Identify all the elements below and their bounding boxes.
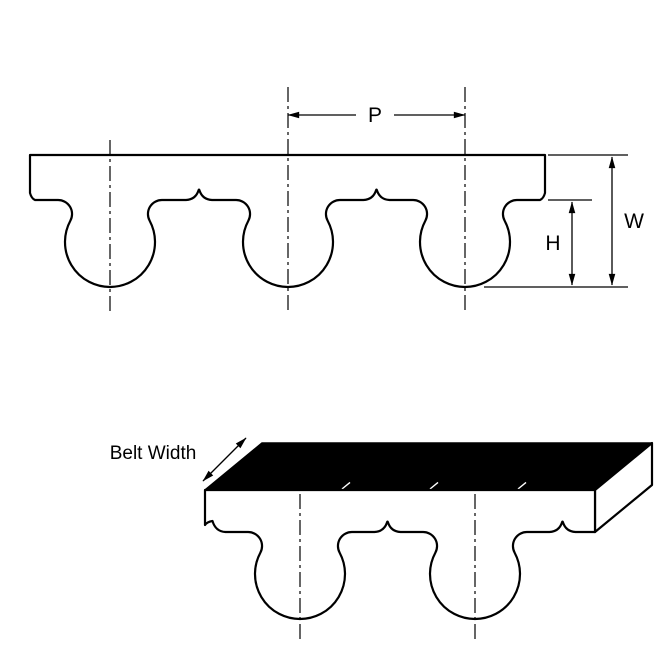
belt-height-label: W [624,210,644,233]
belt-cross-section-view: P W H [28,87,644,311]
top-face-tick-marks [341,481,527,490]
belt-top-face [204,442,653,491]
top-face-tick-1 [341,481,351,490]
top-face-tick-3 [517,481,527,490]
belt-height-dimension: W [484,154,644,288]
tooth-height-dimension: H [545,199,592,286]
belt-front-profile [203,488,597,621]
tooth-height-label: H [545,232,560,255]
belt-3d-view: Belt Width [110,437,654,643]
belt-width-arrow [202,437,247,482]
pitch-label: P [368,104,382,127]
top-face-tick-2 [429,481,439,490]
belt-width-annotation: Belt Width [110,437,247,482]
belt-width-label: Belt Width [110,443,197,464]
pitch-dimension: P [287,104,466,127]
